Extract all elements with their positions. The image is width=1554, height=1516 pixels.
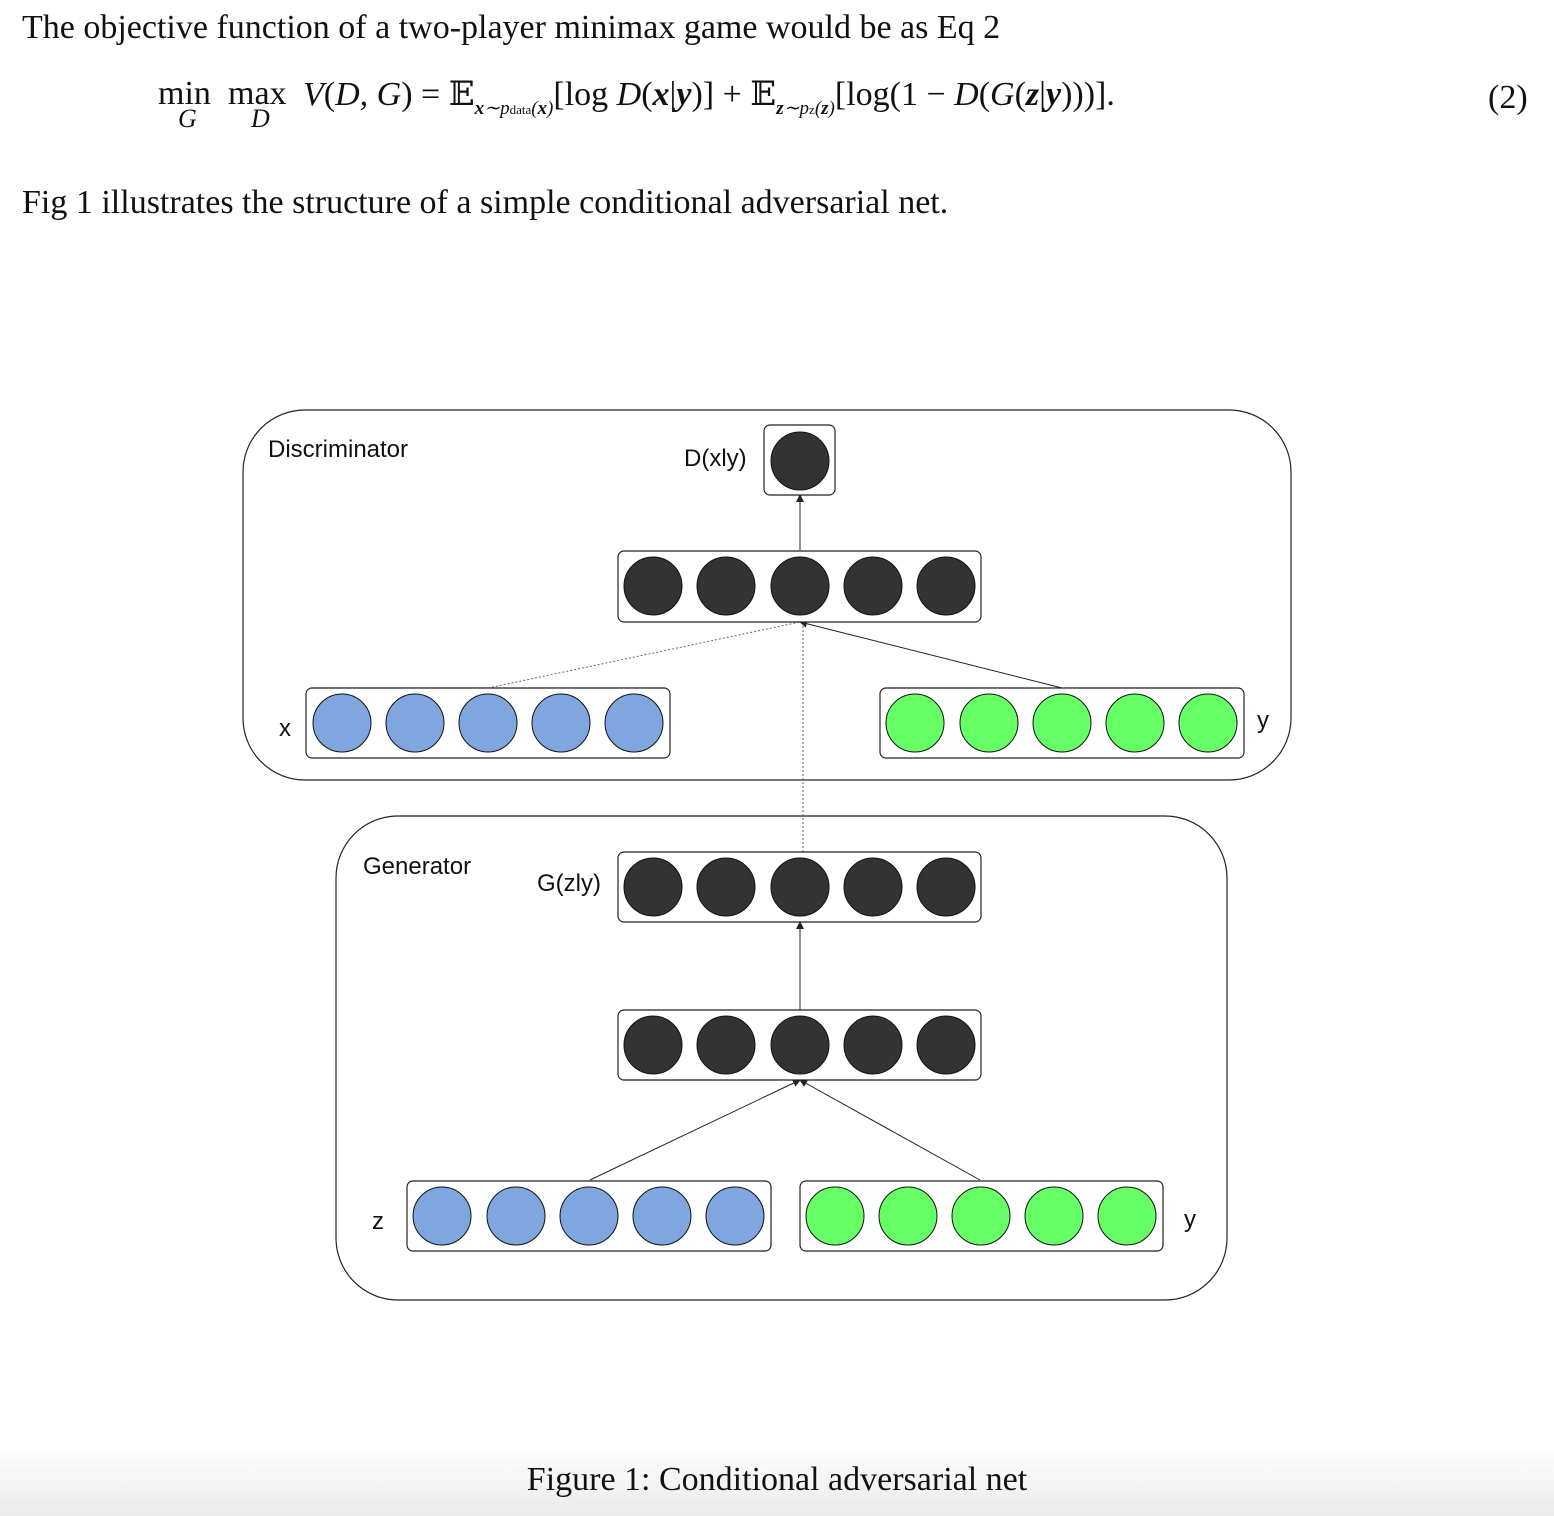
discriminator-title: Discriminator	[268, 436, 408, 463]
d-hidden-node	[770, 556, 830, 616]
d-input-x-node	[604, 693, 664, 753]
g-hidden-node	[696, 1015, 756, 1075]
g-input-y-label: y	[1184, 1206, 1196, 1233]
eq-max: max	[228, 75, 287, 112]
g-hidden-node	[843, 1015, 903, 1075]
g-input-z-node	[486, 1186, 546, 1246]
d-input-y-layer	[879, 687, 1245, 759]
arrow-y-to-ghidden	[799, 1079, 981, 1181]
g-input-y-node	[805, 1186, 865, 1246]
d-input-y-node	[1105, 693, 1165, 753]
d-input-x-node	[312, 693, 372, 753]
g-output-node	[916, 857, 976, 917]
d-output-label: D(xly)	[684, 445, 747, 472]
d-hidden-layer	[617, 550, 982, 623]
g-input-z-layer	[406, 1180, 772, 1252]
g-output-label: G(zly)	[537, 870, 601, 897]
g-hidden-layer	[617, 1009, 982, 1081]
eq-min-sub: G	[178, 104, 197, 133]
d-input-x-node	[531, 693, 591, 753]
g-input-z-node	[559, 1186, 619, 1246]
generator-title: Generator	[363, 853, 471, 880]
eq-body: V(D, G) = 𝔼x∼pdata(x)[log D(x|y)] + 𝔼z∼p…	[303, 74, 1115, 119]
g-output-node	[843, 857, 903, 917]
g-input-y-layer	[799, 1180, 1164, 1252]
g-input-z-node	[705, 1186, 765, 1246]
d-hidden-node	[843, 556, 903, 616]
g-input-y-node	[1024, 1186, 1084, 1246]
g-output-node	[623, 857, 683, 917]
g-input-z-label: z	[372, 1208, 384, 1235]
d-input-y-node	[1178, 693, 1238, 753]
g-hidden-node	[623, 1015, 683, 1075]
figure-caption: Figure 1: Conditional adversarial net	[526, 1461, 1028, 1498]
d-input-x-layer	[305, 687, 671, 759]
d-input-x-node	[385, 693, 445, 753]
g-input-y-node	[878, 1186, 938, 1246]
arrow-z-to-hidden	[589, 1079, 801, 1181]
eq-min: min	[158, 75, 211, 112]
minimax-equation: min G max D V(D, G) = 𝔼x∼pdata(x)[log D(…	[158, 74, 1408, 140]
d-output-node	[770, 431, 830, 491]
g-output-layer	[617, 851, 982, 923]
g-input-y-node	[1097, 1186, 1157, 1246]
arrow-y-to-hidden	[799, 619, 1063, 689]
d-input-y-label: y	[1257, 707, 1269, 734]
g-output-node	[770, 857, 830, 917]
g-output-node	[696, 857, 756, 917]
objective-paragraph: The objective function of a two-player m…	[22, 9, 1001, 46]
g-hidden-node	[770, 1015, 830, 1075]
d-input-y-node	[885, 693, 945, 753]
d-hidden-node	[623, 556, 683, 616]
d-input-y-node	[959, 693, 1019, 753]
equation-number: (2)	[1488, 79, 1528, 116]
dotted-x-to-hidden	[487, 621, 801, 689]
g-input-z-node	[632, 1186, 692, 1246]
d-hidden-node	[916, 556, 976, 616]
eq-max-sub: D	[251, 104, 270, 133]
d-input-x-label: x	[279, 715, 291, 742]
d-hidden-node	[696, 556, 756, 616]
d-input-x-node	[458, 693, 518, 753]
figure-intro-paragraph: Fig 1 illustrates the structure of a sim…	[22, 184, 949, 221]
g-hidden-node	[916, 1015, 976, 1075]
d-input-y-node	[1032, 693, 1092, 753]
g-input-y-node	[951, 1186, 1011, 1246]
g-input-z-node	[412, 1186, 472, 1246]
